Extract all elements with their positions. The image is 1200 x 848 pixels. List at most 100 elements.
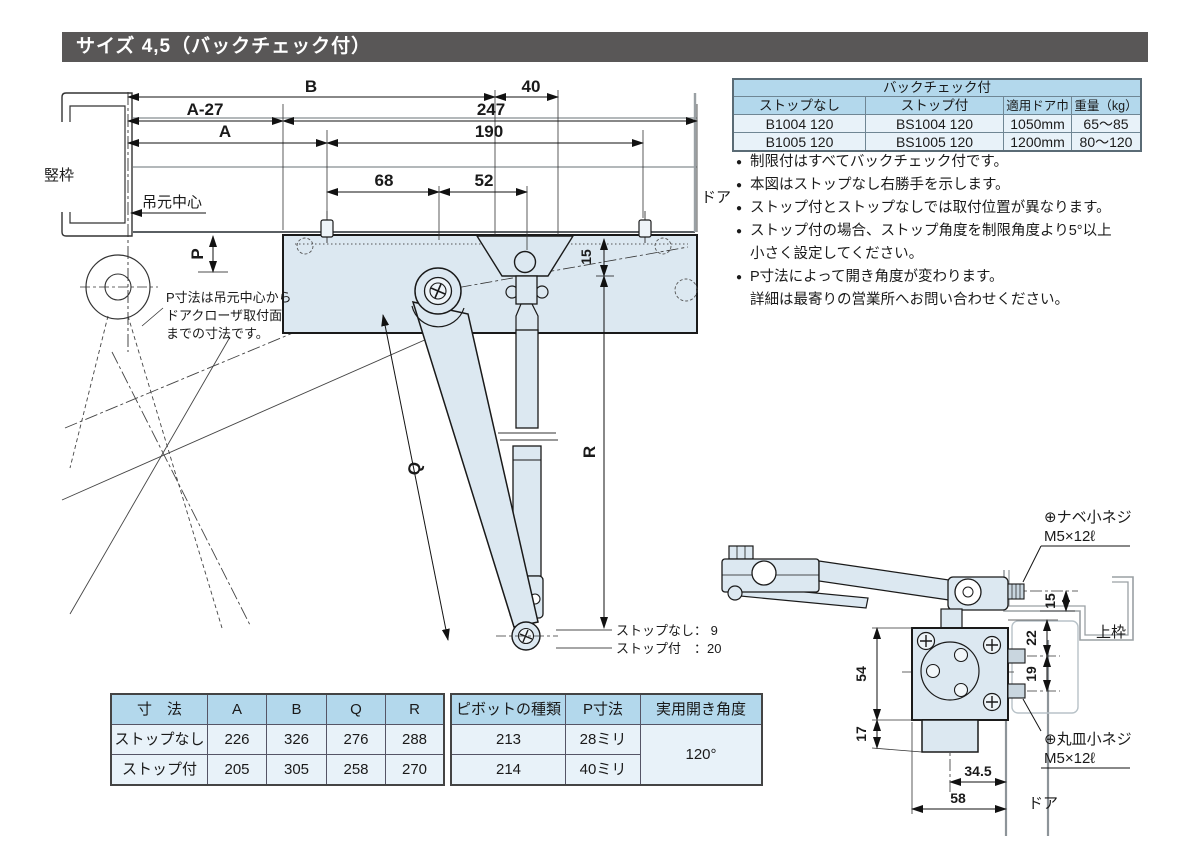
- label-door: ドア: [1028, 795, 1058, 812]
- note-text: 小さく設定してください。: [750, 246, 924, 262]
- dim-58: 58: [950, 790, 966, 806]
- table-cell: BS1005 120: [865, 132, 1004, 152]
- table-cell: 1050mm: [1003, 114, 1072, 133]
- bullet-spacer: [736, 289, 750, 312]
- bullet-icon: ●: [736, 203, 743, 214]
- swing-centerline: [111, 351, 251, 626]
- table-cell: 288: [385, 724, 445, 755]
- break-symbol: [498, 432, 558, 441]
- table-cell: BS1004 120: [865, 114, 1004, 133]
- table-row: 寸 法 A B Q R: [110, 693, 445, 725]
- dim-R: R: [580, 446, 599, 458]
- spindle-boss: [940, 608, 963, 629]
- label-head-frame: 上枠: [1096, 624, 1126, 641]
- body-hole: [953, 647, 969, 663]
- flat-screw-size: M5×12ℓ: [1044, 750, 1095, 767]
- column-header: 適用ドア巾: [1003, 96, 1072, 115]
- hidden-detail: [674, 278, 698, 302]
- row-header: ストップ付: [110, 754, 208, 786]
- mount-screw: [320, 219, 334, 238]
- column-header: A: [207, 693, 267, 725]
- dim-Q: Q: [404, 460, 426, 477]
- table-row: ストップなし 226 326 276 288: [110, 724, 445, 755]
- head-frame-inner: [1008, 570, 1129, 636]
- flat-screw: [1007, 648, 1026, 664]
- elbow-pin: [962, 586, 974, 598]
- callout-leader: [1022, 698, 1042, 732]
- table-row: 214 40ミリ: [450, 754, 762, 786]
- stop-with-offset: ストップ付 ：20: [616, 641, 721, 656]
- bullet-icon: ●: [736, 157, 743, 168]
- spindle: [921, 719, 979, 753]
- pan-screw-label: ⊕ナベ小ネジ: [1044, 509, 1132, 526]
- table-cell: B1005 120: [732, 132, 866, 152]
- table-cell: 65〜85: [1071, 114, 1142, 133]
- dim-40: 40: [522, 77, 541, 96]
- table-row: ストップなし ストップ付 適用ドア巾 重量（kg）: [732, 96, 1142, 115]
- table-cell: 205: [207, 754, 267, 786]
- spec-table: バックチェック付 ストップなし ストップ付 適用ドア巾 重量（kg） B1004…: [732, 78, 1142, 152]
- note-leader: [141, 307, 164, 327]
- p-note-line3: までの寸法です。: [166, 326, 269, 341]
- label-hinge-center: 吊元中心: [142, 194, 202, 211]
- table-cell: 226: [207, 724, 267, 755]
- swing-line: [69, 336, 231, 615]
- main-installation-drawing: B 40 A-27 247 A 190 68 52 P 15 Q R 竪枠 吊元…: [44, 77, 731, 656]
- column-header: ストップ付: [865, 96, 1004, 115]
- main-arm-side: [818, 560, 950, 601]
- dim-P: P: [188, 248, 207, 259]
- clevis-pin: [535, 285, 549, 299]
- dim-15: 15: [1042, 593, 1058, 609]
- dimension-lines: [127, 93, 698, 649]
- dim-17: 17: [853, 726, 869, 742]
- mount-plate: [1011, 620, 1079, 714]
- dim-19: 19: [1023, 666, 1039, 682]
- head-frame-outer: [1003, 570, 1134, 641]
- table-cell: 258: [326, 754, 386, 786]
- phillips-cross-icon: [430, 283, 446, 299]
- dim-54: 54: [853, 666, 869, 682]
- table-cell: B1004 120: [732, 114, 866, 133]
- bullet-icon: ●: [736, 226, 743, 237]
- phillips-cross-icon: [519, 629, 533, 643]
- body-screws: [916, 631, 1002, 712]
- dim-15: 15: [578, 249, 594, 265]
- column-header: P寸法: [565, 693, 641, 725]
- clevis: [515, 275, 538, 305]
- note-text: ストップ付とストップなしでは取付位置が異なります。: [750, 200, 1111, 216]
- hidden-line: [127, 315, 223, 629]
- row-header: ストップなし: [110, 724, 208, 755]
- table-cell: 213: [450, 724, 566, 755]
- note-text: P寸法によって開き角度が変わります。: [750, 269, 1004, 285]
- page-title: サイズ 4,5（バックチェック付）: [62, 32, 1148, 62]
- forearm-rod: [515, 329, 539, 429]
- side-detail-drawing: 15 22 19 54 17 34.5 58 ⊕ナベ小ネジ M5×12ℓ ⊕丸皿…: [721, 509, 1134, 836]
- bullet-spacer: [736, 243, 750, 266]
- p-note-line2: ドアクローザ取付面: [166, 308, 282, 323]
- ball-joint: [513, 250, 537, 274]
- dimension-table: 寸 法 A B Q R ストップなし 226 326 276 288 ストップ付…: [110, 693, 445, 786]
- note-text: 詳細は最寄りの営業所へお問い合わせください。: [750, 292, 1069, 308]
- pan-screw-size: M5×12ℓ: [1044, 528, 1095, 545]
- column-header: Q: [326, 693, 386, 725]
- table-row: バックチェック付: [732, 78, 1142, 97]
- stop-none-offset: ストップなし： 9: [616, 623, 718, 638]
- hidden-detail: [654, 237, 672, 255]
- note-item: ● 本図はストップなし右勝手を示します。: [736, 174, 1152, 197]
- table-cell: 326: [266, 724, 327, 755]
- dim-190: 190: [475, 122, 503, 141]
- dim-52: 52: [475, 171, 494, 190]
- flat-screw-label: ⊕丸皿小ネジ: [1044, 731, 1132, 748]
- dim-34-5: 34.5: [964, 763, 991, 779]
- dim-22: 22: [1023, 630, 1039, 646]
- dim-A27: A-27: [187, 100, 224, 119]
- table-cell: 40ミリ: [565, 754, 641, 786]
- dim-247: 247: [477, 100, 505, 119]
- column-header: 寸 法: [110, 693, 208, 725]
- column-header: ストップなし: [732, 96, 866, 115]
- label-vertical-frame: 竪枠: [44, 167, 74, 184]
- vertical-frame-inner: [69, 105, 126, 224]
- shoe-hole: [751, 560, 777, 586]
- column-header: ピボットの種類: [450, 693, 566, 725]
